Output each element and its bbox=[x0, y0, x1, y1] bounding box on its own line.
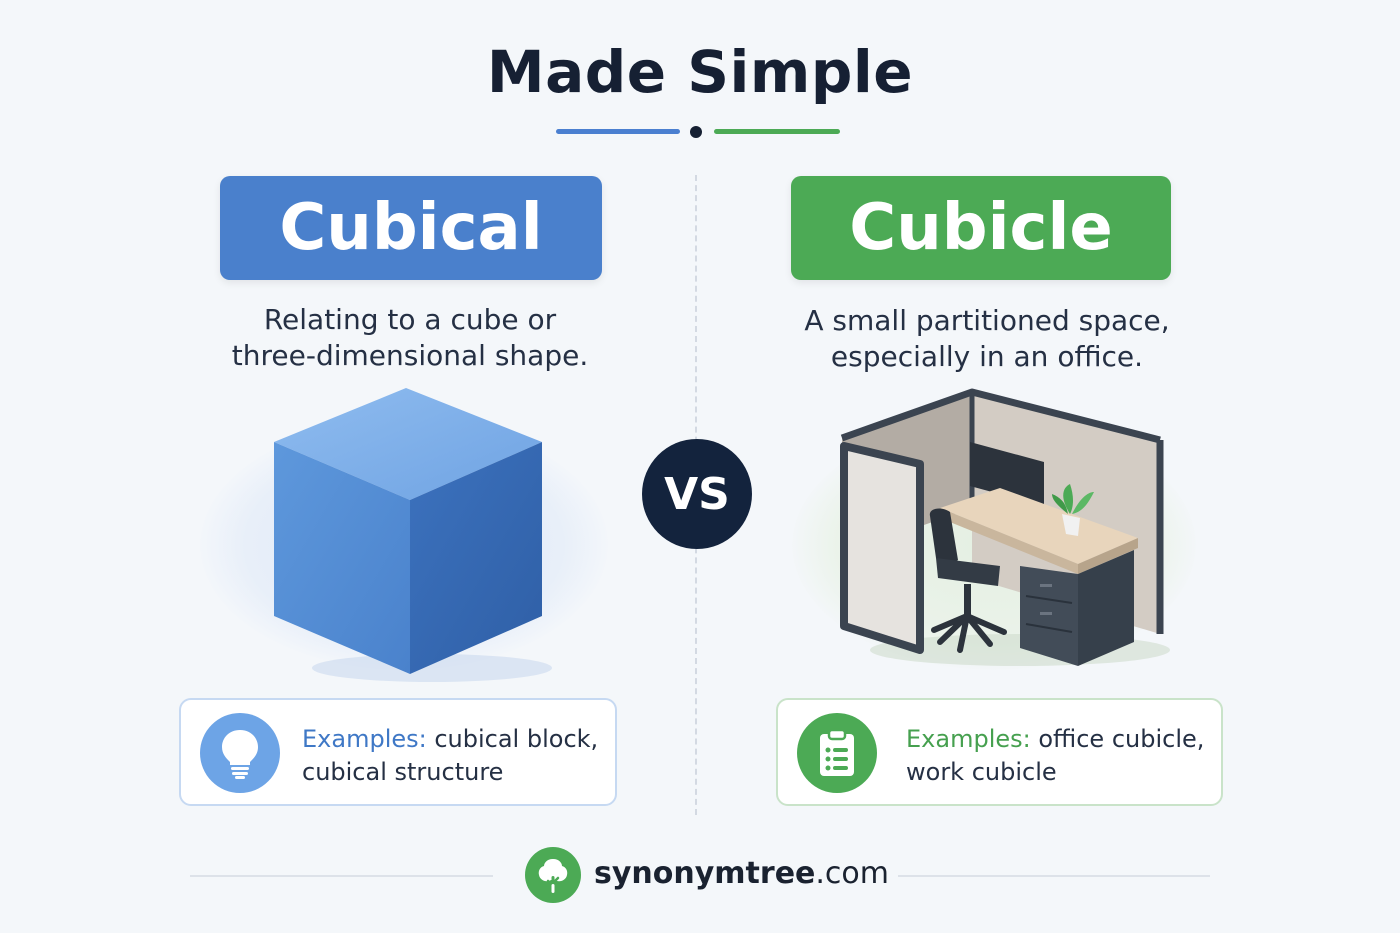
footer-domain-suffix: .com bbox=[815, 856, 889, 891]
cube-left-face bbox=[274, 442, 410, 674]
examples-label-cubical: Examples: bbox=[302, 725, 427, 753]
chair-seat bbox=[936, 558, 1000, 586]
cubicle-illustration bbox=[840, 388, 1170, 666]
plant-leaf-3 bbox=[1052, 494, 1068, 514]
vs-badge: VS bbox=[642, 439, 752, 549]
clipboard-list-icon bbox=[797, 713, 877, 793]
chair-back bbox=[929, 508, 958, 564]
term-banner-cubicle: Cubicle bbox=[791, 176, 1171, 280]
definition-cubical: Relating to a cube or three-dimensional … bbox=[231, 303, 589, 372]
cubicle-front-partition-frame bbox=[840, 442, 924, 654]
examples-cubical: Examples: cubical block, cubical structu… bbox=[302, 723, 602, 789]
cabinet-drawer-line-2 bbox=[1025, 623, 1073, 633]
desk-edge-side bbox=[1078, 538, 1138, 574]
page-title: Made Simple bbox=[486, 38, 914, 106]
desk-edge-front bbox=[940, 508, 1078, 574]
plant-leaf-2 bbox=[1072, 492, 1094, 514]
cubicle-front-partition bbox=[844, 446, 920, 650]
examples-text-cubical: cubical block, cubical structure bbox=[302, 725, 599, 786]
plant-leaf-1 bbox=[1063, 484, 1073, 514]
chair-post bbox=[964, 584, 971, 618]
examples-cubicle: Examples: office cubicle, work cubicle bbox=[906, 723, 1206, 789]
cube-shadow bbox=[312, 654, 552, 682]
lightbulb-icon bbox=[200, 713, 280, 793]
definition-cubicle: A small partitioned space, especially in… bbox=[804, 304, 1170, 373]
cube-right-face bbox=[410, 442, 542, 674]
monitor-screen bbox=[970, 442, 1044, 506]
title-underline-dot bbox=[690, 126, 702, 138]
footer-rule-left bbox=[190, 875, 493, 877]
cube-illustration bbox=[274, 388, 552, 682]
title-underline-right bbox=[714, 129, 840, 134]
footer-brand: synonymtree bbox=[594, 856, 816, 891]
cabinet-handle-1 bbox=[1040, 584, 1052, 587]
cabinet-side bbox=[1078, 550, 1134, 666]
examples-label-cubicle: Examples: bbox=[906, 725, 1031, 753]
footer-rule-right bbox=[898, 875, 1210, 877]
chair-legs bbox=[931, 612, 1007, 653]
desk-top bbox=[940, 488, 1138, 564]
cube-top-face bbox=[274, 388, 542, 500]
term-banner-cubical: Cubical bbox=[220, 176, 602, 280]
cabinet-drawer-line-1 bbox=[1025, 595, 1073, 604]
cabinet-front bbox=[1020, 566, 1078, 666]
footer-site-name[interactable]: synonymtree.com bbox=[594, 856, 889, 891]
plant-pot bbox=[1062, 514, 1080, 536]
tree-logo-icon bbox=[525, 847, 581, 903]
title-underline-left bbox=[556, 129, 680, 134]
examples-text-cubicle: office cubicle, work cubicle bbox=[906, 725, 1205, 786]
cabinet-handle-2 bbox=[1040, 612, 1052, 615]
